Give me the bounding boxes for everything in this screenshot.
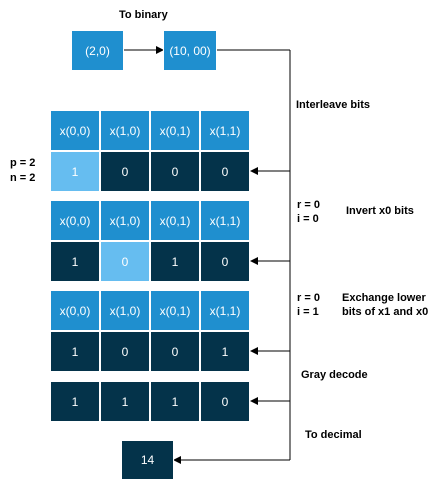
to-binary-label: To binary <box>119 9 168 21</box>
result-box: 14 <box>121 440 174 480</box>
header-cell: x(1,0) <box>100 200 150 241</box>
param-n: n = 2 <box>10 172 36 184</box>
step2-r: r = 0 <box>297 199 320 211</box>
interleave-label: Interleave bits <box>296 99 370 111</box>
exchange-label-line2: bits of x1 and x0 <box>342 306 429 318</box>
bit-cell: 0 <box>150 151 200 192</box>
input-coordinate-box: (2,0) <box>71 30 124 71</box>
header-cell: x(1,1) <box>200 110 250 151</box>
step2-i: i = 0 <box>297 213 319 225</box>
bit-cell: 1 <box>150 381 200 422</box>
bit-cell: 0 <box>100 151 150 192</box>
step3-i: i = 1 <box>297 306 319 318</box>
header-cell: x(0,1) <box>150 200 200 241</box>
step3-r: r = 0 <box>297 292 320 304</box>
bit-cell: 0 <box>200 151 250 192</box>
bit-cell: 1 <box>100 381 150 422</box>
header-cell: x(0,0) <box>50 290 100 331</box>
bit-cell-highlight: 0 <box>100 241 150 282</box>
bit-cell-highlight: 1 <box>50 151 100 192</box>
header-cell: x(1,1) <box>200 290 250 331</box>
header-cell: x(1,0) <box>100 110 150 151</box>
param-p: p = 2 <box>10 157 36 169</box>
header-cell: x(0,1) <box>150 290 200 331</box>
header-cell: x(0,0) <box>50 200 100 241</box>
binary-coordinate-box: (10, 00) <box>163 30 217 71</box>
bit-cell: 1 <box>50 241 100 282</box>
header-cell: x(0,0) <box>50 110 100 151</box>
header-cell: x(1,0) <box>100 290 150 331</box>
bit-cell: 0 <box>200 381 250 422</box>
bit-cell: 0 <box>150 331 200 372</box>
gray-decode-label: Gray decode <box>301 369 368 381</box>
bit-cell: 1 <box>150 241 200 282</box>
exchange-label-line1: Exchange lower <box>342 292 426 304</box>
to-decimal-label: To decimal <box>305 429 362 441</box>
invert-label: Invert x0 bits <box>346 205 414 217</box>
header-cell: x(1,1) <box>200 200 250 241</box>
bit-cell: 1 <box>50 331 100 372</box>
bit-cell: 0 <box>100 331 150 372</box>
bit-cell: 1 <box>200 331 250 372</box>
bit-cell: 0 <box>200 241 250 282</box>
header-cell: x(0,1) <box>150 110 200 151</box>
bit-cell: 1 <box>50 381 100 422</box>
